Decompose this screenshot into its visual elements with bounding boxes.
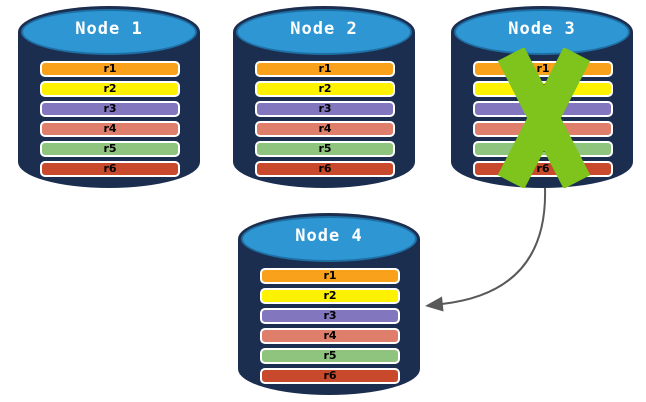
- node-4-cylinder: Node 4 r1 r2 r3 r4 r5 r6: [238, 213, 420, 395]
- replica-row-r4: r4: [260, 328, 400, 344]
- node-title: Node 1: [75, 19, 143, 39]
- replica-row-r3: r3: [40, 101, 180, 117]
- node-1-cylinder: Node 1 r1 r2 r3 r4 r5 r6: [18, 6, 200, 188]
- replica-row-r5: r5: [260, 348, 400, 364]
- cylinder-top-cap: [241, 216, 417, 262]
- replica-row-r6: r6: [40, 161, 180, 177]
- replica-row-r6: r6: [260, 368, 400, 384]
- node-title: Node 3: [508, 19, 576, 39]
- replica-rows: r1 r2 r3 r4 r5 r6: [260, 268, 400, 388]
- node-3-cylinder: Node 3 r1 r2 r3 r4 r5 r6: [451, 6, 633, 188]
- replica-row-r1: r1: [255, 61, 395, 77]
- node-title: Node 4: [295, 226, 363, 246]
- replication-arrow: [425, 187, 547, 312]
- replica-row-r1: r1: [260, 268, 400, 284]
- replica-rows: r1 r2 r3 r4 r5 r6: [255, 61, 395, 181]
- cylinder-top-cap: [21, 9, 197, 55]
- replica-row-r6: r6: [255, 161, 395, 177]
- replica-row-r4: r4: [255, 121, 395, 137]
- replica-row-r5: r5: [255, 141, 395, 157]
- replica-row-r2: r2: [255, 81, 395, 97]
- node-2-cylinder: Node 2 r1 r2 r3 r4 r5 r6: [233, 6, 415, 188]
- failure-x-icon: [497, 48, 591, 188]
- replica-rows: r1 r2 r3 r4 r5 r6: [40, 61, 180, 181]
- replica-row-r3: r3: [260, 308, 400, 324]
- replica-row-r1: r1: [40, 61, 180, 77]
- replica-row-r5: r5: [40, 141, 180, 157]
- replica-row-r3: r3: [255, 101, 395, 117]
- cylinder-top-cap: [454, 9, 630, 55]
- replica-row-r2: r2: [260, 288, 400, 304]
- replica-row-r4: r4: [40, 121, 180, 137]
- cylinder-top-cap: [236, 9, 412, 55]
- node-title: Node 2: [290, 19, 358, 39]
- replica-row-r2: r2: [40, 81, 180, 97]
